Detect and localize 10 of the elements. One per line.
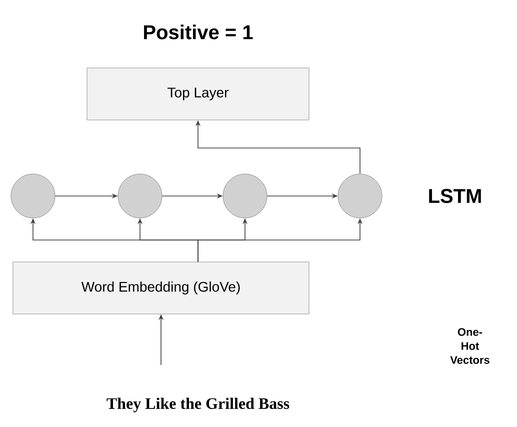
lstm-cell: [118, 174, 162, 218]
lstm-cell: [338, 174, 382, 218]
input-note: One-Hot Vectors: [450, 328, 490, 364]
layer-box: Top Layer: [86, 68, 310, 120]
title: Positive = 1: [144, 24, 253, 40]
lstm-cell: [222, 174, 268, 218]
lstm-cell: [10, 174, 56, 218]
layer-box: Word Embedding (GloVe): [12, 262, 310, 314]
layer-name: LSTM: [429, 188, 481, 204]
sentence: They Like the Grilled Bass: [106, 398, 290, 412]
